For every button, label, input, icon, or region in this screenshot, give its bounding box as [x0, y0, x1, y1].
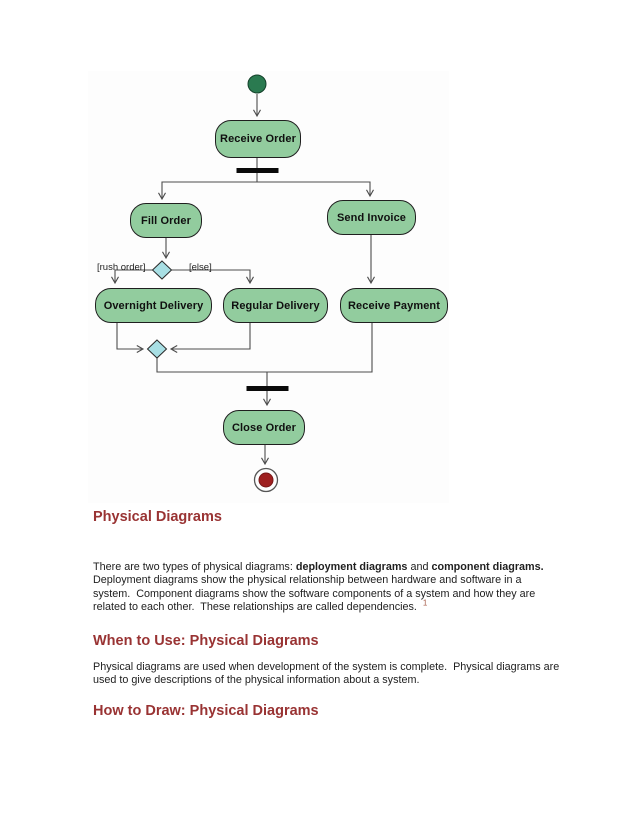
- heading-how-to-draw: How to Draw: Physical Diagrams: [93, 702, 319, 719]
- activity-diagram-canvas: [111, 74, 375, 493]
- paragraph-when-to-use: Physical diagrams are used when developm…: [93, 661, 560, 687]
- edge-decision-to-overnight-delivery: [111, 269, 153, 285]
- paragraph-intro: There are two types of physical diagrams…: [93, 561, 565, 614]
- activity-close-order-label: Close Order: [231, 421, 297, 434]
- document-body: Physical Diagrams There are two types of…: [0, 509, 638, 719]
- activity-overnight-delivery: Overnight Delivery: [95, 288, 212, 323]
- guard-else: [else]: [189, 262, 212, 273]
- merge-diamond: [146, 339, 168, 359]
- activity-receive-payment: Receive Payment: [340, 288, 448, 323]
- activity-send-invoice: Send Invoice: [327, 200, 416, 235]
- join-bar: [246, 386, 289, 391]
- intro-text-3: Deployment diagrams show the physical re…: [93, 574, 536, 613]
- intro-text-1: There are two types of physical diagrams…: [93, 561, 296, 573]
- fork-bar: [236, 168, 279, 173]
- edge-decision-to-regular-delivery: [171, 269, 254, 285]
- activity-send-invoice-label: Send Invoice: [336, 211, 407, 224]
- footnote-reference-link[interactable]: 1: [422, 598, 428, 608]
- activity-fill-order: Fill Order: [130, 203, 202, 238]
- activity-receive-payment-label: Receive Payment: [348, 299, 440, 312]
- end-node: [258, 472, 274, 488]
- activity-regular-delivery-label: Regular Delivery: [231, 299, 320, 312]
- activity-receive-order-label: Receive Order: [220, 133, 296, 145]
- start-node: [247, 74, 267, 94]
- heading-physical-diagrams: Physical Diagrams: [93, 509, 222, 525]
- decision-diamond: [151, 260, 173, 280]
- intro-bold-deployment-diagrams: deployment diagrams: [295, 561, 408, 573]
- heading-when-to-use: When to Use: Physical Diagrams: [93, 633, 319, 650]
- activity-overnight-delivery-label: Overnight Delivery: [103, 299, 204, 312]
- edge-merge-and-receive-payment-to-join: [156, 323, 373, 373]
- activity-fill-order-label: Fill Order: [141, 214, 191, 227]
- guard-rush-order: [rush order]: [97, 262, 146, 273]
- activity-diagram: Receive Order Fill Order Send Invoice Ov…: [95, 74, 448, 493]
- end-node-ring: [253, 467, 279, 493]
- edge-regular-delivery-to-merge: [169, 323, 251, 353]
- edge-fork-to-fill-order: [158, 173, 258, 201]
- activity-regular-delivery: Regular Delivery: [223, 288, 328, 323]
- intro-bold-component-diagrams: component diagrams.: [431, 561, 544, 573]
- edge-overnight-delivery-to-merge: [116, 323, 145, 353]
- activity-receive-order: Receive Order: [215, 120, 301, 158]
- activity-close-order: Close Order: [223, 410, 305, 445]
- intro-text-2: and: [407, 561, 432, 573]
- edge-fork-to-send-invoice: [257, 181, 374, 198]
